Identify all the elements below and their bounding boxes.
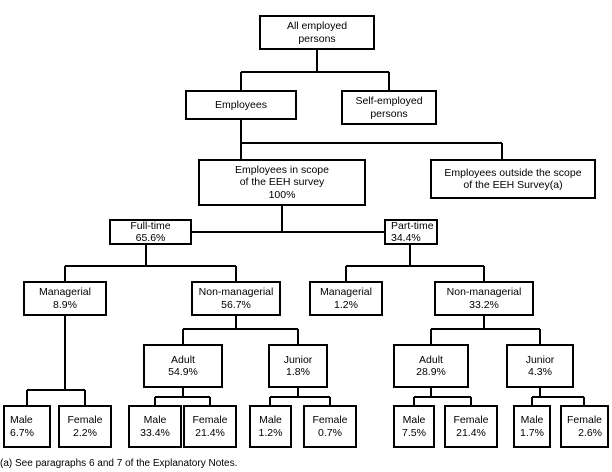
node-value: 2.2% <box>73 426 97 439</box>
node-label: of the EEH Survey(a) <box>463 179 563 191</box>
node-value: 21.4% <box>195 426 225 439</box>
node-label: Employees <box>215 98 267 111</box>
node-label: persons <box>370 107 408 120</box>
node-label: of the EEH survey <box>239 176 325 189</box>
node-label: Male <box>143 414 167 426</box>
node-ft-junior: Junior 1.8% <box>268 344 328 388</box>
node-ft-adult-female: Female 21.4% <box>183 405 237 448</box>
node-outside-scope: Employees outside the scope of the EEH S… <box>430 159 596 199</box>
node-pt-managerial: Managerial 1.2% <box>309 281 383 316</box>
node-value: 2.6% <box>578 426 602 439</box>
node-label: Male <box>10 414 33 426</box>
node-pt-junior-male: Male 1.7% <box>513 405 551 448</box>
node-full-time: Full-time 65.6% <box>109 219 192 245</box>
node-value: 28.9% <box>416 366 446 378</box>
node-label: Employees outside the scope <box>444 166 582 179</box>
node-label: Male <box>259 414 282 426</box>
node-pt-junior-female: Female 2.6% <box>560 405 609 448</box>
node-value: 1.2% <box>334 298 358 311</box>
node-label: Male <box>520 414 544 426</box>
node-label: Female <box>192 414 228 426</box>
footnote: (a) See paragraphs 6 and 7 of the Explan… <box>0 458 238 469</box>
node-ft-adult: Adult 54.9% <box>143 344 223 388</box>
node-part-time: Part-time 34.4% <box>384 219 438 245</box>
node-label: Part-time <box>391 219 434 232</box>
node-pt-adult: Adult 28.9% <box>393 344 469 388</box>
node-in-scope: Employees in scope of the EEH survey 100… <box>198 159 366 206</box>
node-ft-junior-female: Female 0.7% <box>303 405 357 448</box>
node-label: Non-managerial <box>198 286 274 298</box>
node-value: 6.7% <box>10 426 34 439</box>
node-label: Female <box>453 414 489 426</box>
node-label: persons <box>298 32 336 45</box>
node-ft-adult-male: Male 33.4% <box>128 405 182 448</box>
node-label: Junior <box>525 353 555 366</box>
node-self-employed: Self-employed persons <box>341 90 437 125</box>
node-value: 54.9% <box>168 366 198 378</box>
node-ft-non-managerial: Non-managerial 56.7% <box>191 281 281 316</box>
node-label: Self-employed <box>355 95 423 107</box>
node-label: Non-managerial <box>446 286 522 298</box>
node-label: Full-time <box>130 219 171 232</box>
node-value: 4.3% <box>528 366 552 378</box>
node-value: 56.7% <box>221 298 251 311</box>
node-value: 21.4% <box>456 426 486 439</box>
node-label: Male <box>402 414 426 426</box>
node-value: 65.6% <box>135 232 166 244</box>
node-ft-junior-male: Male 1.2% <box>249 405 292 448</box>
node-label: Employees in scope <box>235 163 329 176</box>
node-all-employed: All employed persons <box>259 15 375 50</box>
node-value: 0.7% <box>318 426 342 439</box>
node-pt-adult-male: Male 7.5% <box>393 405 435 448</box>
node-ft-managerial: Managerial 8.9% <box>23 281 107 316</box>
node-employees: Employees <box>185 90 297 120</box>
node-ft-managerial-female: Female 2.2% <box>58 405 112 448</box>
node-label: Adult <box>171 353 195 366</box>
node-value: 33.4% <box>140 426 170 439</box>
node-value: 1.8% <box>286 366 310 378</box>
node-value: 34.4% <box>391 232 421 244</box>
node-value: 33.2% <box>469 298 499 311</box>
node-label: Female <box>67 414 103 426</box>
node-label: Female <box>566 414 602 426</box>
node-pt-non-managerial: Non-managerial 33.2% <box>434 281 534 316</box>
node-label: Managerial <box>320 286 372 298</box>
node-label: All employed <box>286 20 348 32</box>
node-ft-managerial-male: Male 6.7% <box>3 405 51 448</box>
node-pt-junior: Junior 4.3% <box>506 344 574 388</box>
node-value: 1.7% <box>520 426 544 439</box>
node-pt-adult-female: Female 21.4% <box>444 405 498 448</box>
node-label: Female <box>312 414 348 426</box>
node-value: 7.5% <box>402 426 426 439</box>
node-label: Junior <box>283 353 313 366</box>
node-value: 100% <box>268 188 296 201</box>
node-label: Managerial <box>39 286 91 298</box>
node-value: 8.9% <box>53 298 77 311</box>
node-label: Adult <box>419 353 443 366</box>
node-value: 1.2% <box>258 426 283 439</box>
